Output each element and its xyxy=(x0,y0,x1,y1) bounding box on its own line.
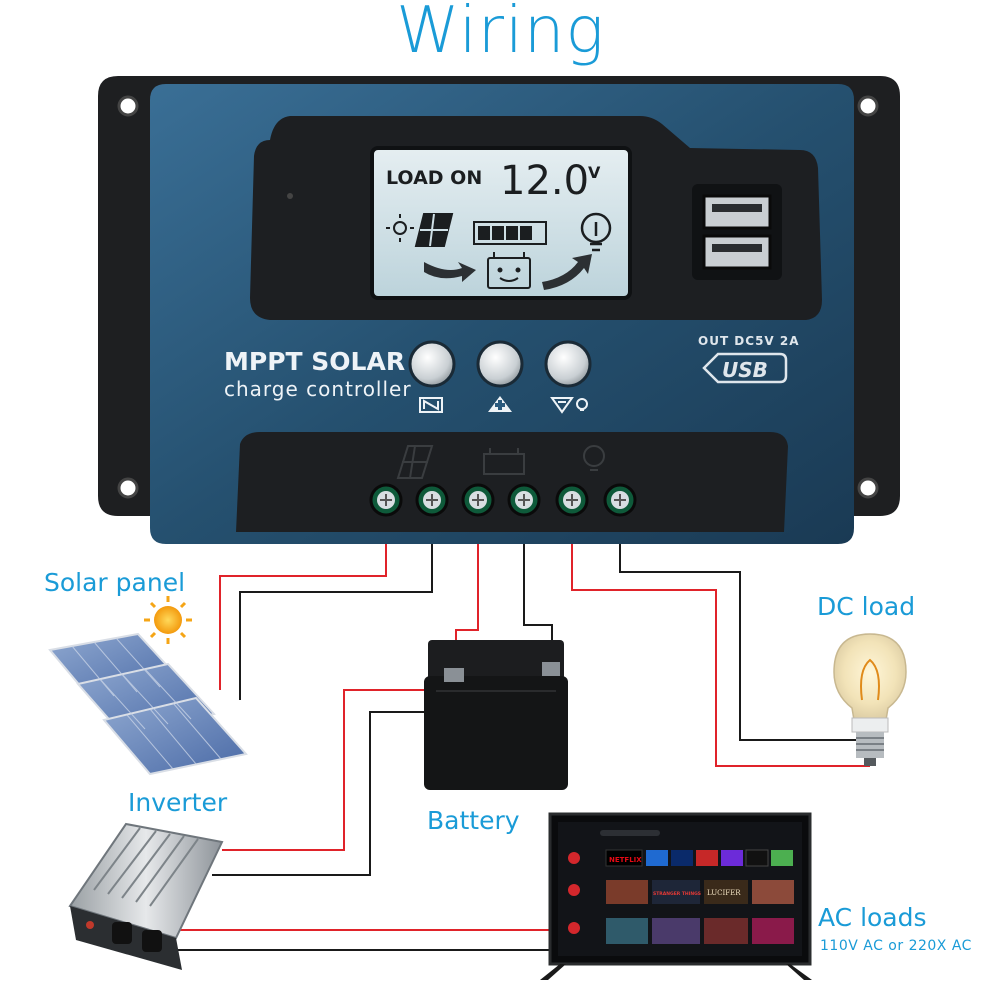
lcd-solar-icon xyxy=(386,213,454,247)
charge-controller: LOAD ON 12.0 V xyxy=(98,76,900,544)
inverter-label: Inverter xyxy=(128,788,228,817)
wires xyxy=(150,522,870,951)
terminal-load-negative[interactable] xyxy=(603,483,637,517)
lcd-status-text: LOAD ON xyxy=(386,167,482,189)
lcd-battery-smile-icon xyxy=(487,252,531,289)
lcd-discharge-arrow-icon xyxy=(542,254,592,290)
usb-spec-text: OUT DC5V 2A xyxy=(698,334,800,348)
usb-port-block xyxy=(692,184,782,280)
wire-dcload-positive xyxy=(571,522,870,767)
battery-label: Battery xyxy=(427,806,520,835)
ac-loads-voltage-label: 110V AC or 220X AC xyxy=(820,938,972,954)
mount-hole-br xyxy=(857,477,879,499)
dc-load-label: DC load xyxy=(817,592,916,621)
terminal-battery-negative[interactable] xyxy=(507,483,541,517)
inverter-image xyxy=(68,822,224,970)
minus-load-button[interactable] xyxy=(544,340,592,388)
mount-hole-bl xyxy=(117,477,139,499)
usb-logo-text: USB xyxy=(722,358,768,382)
tv-content-row-2 xyxy=(606,918,794,944)
menu-icon xyxy=(419,397,443,413)
tv-image: NETFLIX STRANGER THINGS LUCIFER xyxy=(540,812,812,980)
inverter-outlet-2 xyxy=(142,930,162,952)
tv-tile-stranger-things: STRANGER THINGS xyxy=(653,891,701,897)
lcd-voltage-readout: 12.0 xyxy=(500,158,589,204)
lcd-load-bulb-icon xyxy=(580,212,612,252)
sun-icon xyxy=(154,606,182,634)
usb-logo-icon: USB xyxy=(702,352,788,384)
wire-solar-positive xyxy=(219,522,387,690)
terminal-load-positive[interactable] xyxy=(555,483,589,517)
plus-button[interactable] xyxy=(476,340,524,388)
dc-load-bulb-image xyxy=(833,633,907,766)
tv-stand-left xyxy=(540,964,566,980)
battery-negative-post xyxy=(542,662,560,676)
terminal-load-icon xyxy=(583,445,605,471)
wire-dcload-negative xyxy=(619,522,858,741)
lcd-battery-level-icon xyxy=(473,221,547,245)
terminal-solar-negative[interactable] xyxy=(415,483,449,517)
solar-panel-image xyxy=(48,596,248,776)
terminal-row xyxy=(369,483,637,517)
wire-inverter-positive xyxy=(222,689,452,851)
menu-button[interactable] xyxy=(408,340,456,388)
tv-stand-right xyxy=(786,964,812,980)
inverter-outlet-1 xyxy=(112,922,132,944)
lcd-charge-arrow-icon xyxy=(424,262,476,282)
mount-hole-tl xyxy=(117,95,139,117)
terminal-battery-positive[interactable] xyxy=(461,483,495,517)
battery-positive-post xyxy=(444,668,464,682)
brand-line-1: MPPT SOLAR xyxy=(224,347,405,376)
ac-loads-label: AC loads xyxy=(818,903,927,932)
tv-tile-lucifer: LUCIFER xyxy=(707,889,741,897)
page-title: Wiring xyxy=(396,0,605,68)
terminal-solar-positive[interactable] xyxy=(369,483,403,517)
lcd-voltage-unit: V xyxy=(588,163,601,182)
battery-image xyxy=(424,640,568,790)
mount-hole-tr xyxy=(857,95,879,117)
solar-panel-label: Solar panel xyxy=(44,568,186,597)
terminal-battery-icon xyxy=(483,448,525,475)
tv-app-row: NETFLIX xyxy=(605,849,793,867)
tv-tile-netflix: NETFLIX xyxy=(609,856,642,864)
plus-icon xyxy=(488,396,512,412)
tv-content-row-1: STRANGER THINGS LUCIFER xyxy=(606,880,794,904)
terminal-solar-panel-icon xyxy=(396,445,434,479)
tv-sidebar-icons xyxy=(568,852,580,934)
wire-solar-negative xyxy=(239,522,433,700)
minus-load-icon xyxy=(550,397,588,414)
brand-line-2: charge controller xyxy=(224,377,412,401)
